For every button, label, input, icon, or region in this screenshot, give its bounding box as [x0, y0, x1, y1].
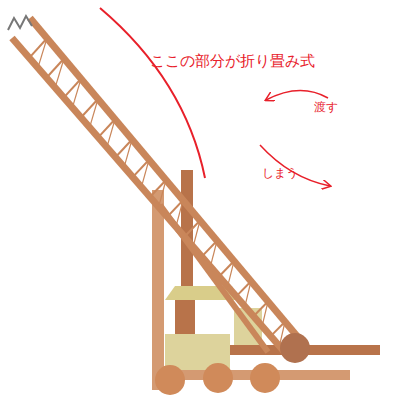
pivot	[280, 333, 310, 363]
ladder-brace	[160, 205, 268, 352]
ladder-hatch	[210, 241, 217, 267]
retract-arrow	[260, 145, 330, 186]
ladder-hatch	[262, 302, 268, 327]
ladder-hatch	[159, 180, 166, 207]
action-label: しまう	[262, 166, 298, 180]
ladder-hatch	[176, 200, 183, 227]
ladder-hatch	[245, 281, 251, 306]
ladder-hatch	[124, 140, 132, 168]
extend-arrow	[266, 90, 328, 100]
fold-bracket	[100, 8, 205, 178]
wheel	[155, 365, 185, 395]
ladder-hatch	[72, 79, 81, 108]
action-label: 渡す	[314, 100, 338, 114]
ladder-hatch	[55, 59, 64, 88]
ladder-rungs	[29, 38, 285, 346]
ladder-hatch	[107, 119, 115, 147]
ladder-hatch	[193, 221, 200, 247]
ladder-hatch	[90, 99, 98, 127]
ladder-hatch	[141, 160, 149, 187]
ladder-hatch	[228, 261, 234, 286]
wheel	[250, 363, 280, 393]
cabin-post	[175, 300, 195, 336]
ladder-hatch	[38, 38, 47, 68]
annotation-note: ここの部分が折り畳み式	[150, 52, 315, 70]
ladder-hook	[8, 16, 32, 30]
cart-post	[152, 190, 164, 390]
wheel	[203, 363, 233, 393]
ladder-rail	[12, 38, 288, 356]
